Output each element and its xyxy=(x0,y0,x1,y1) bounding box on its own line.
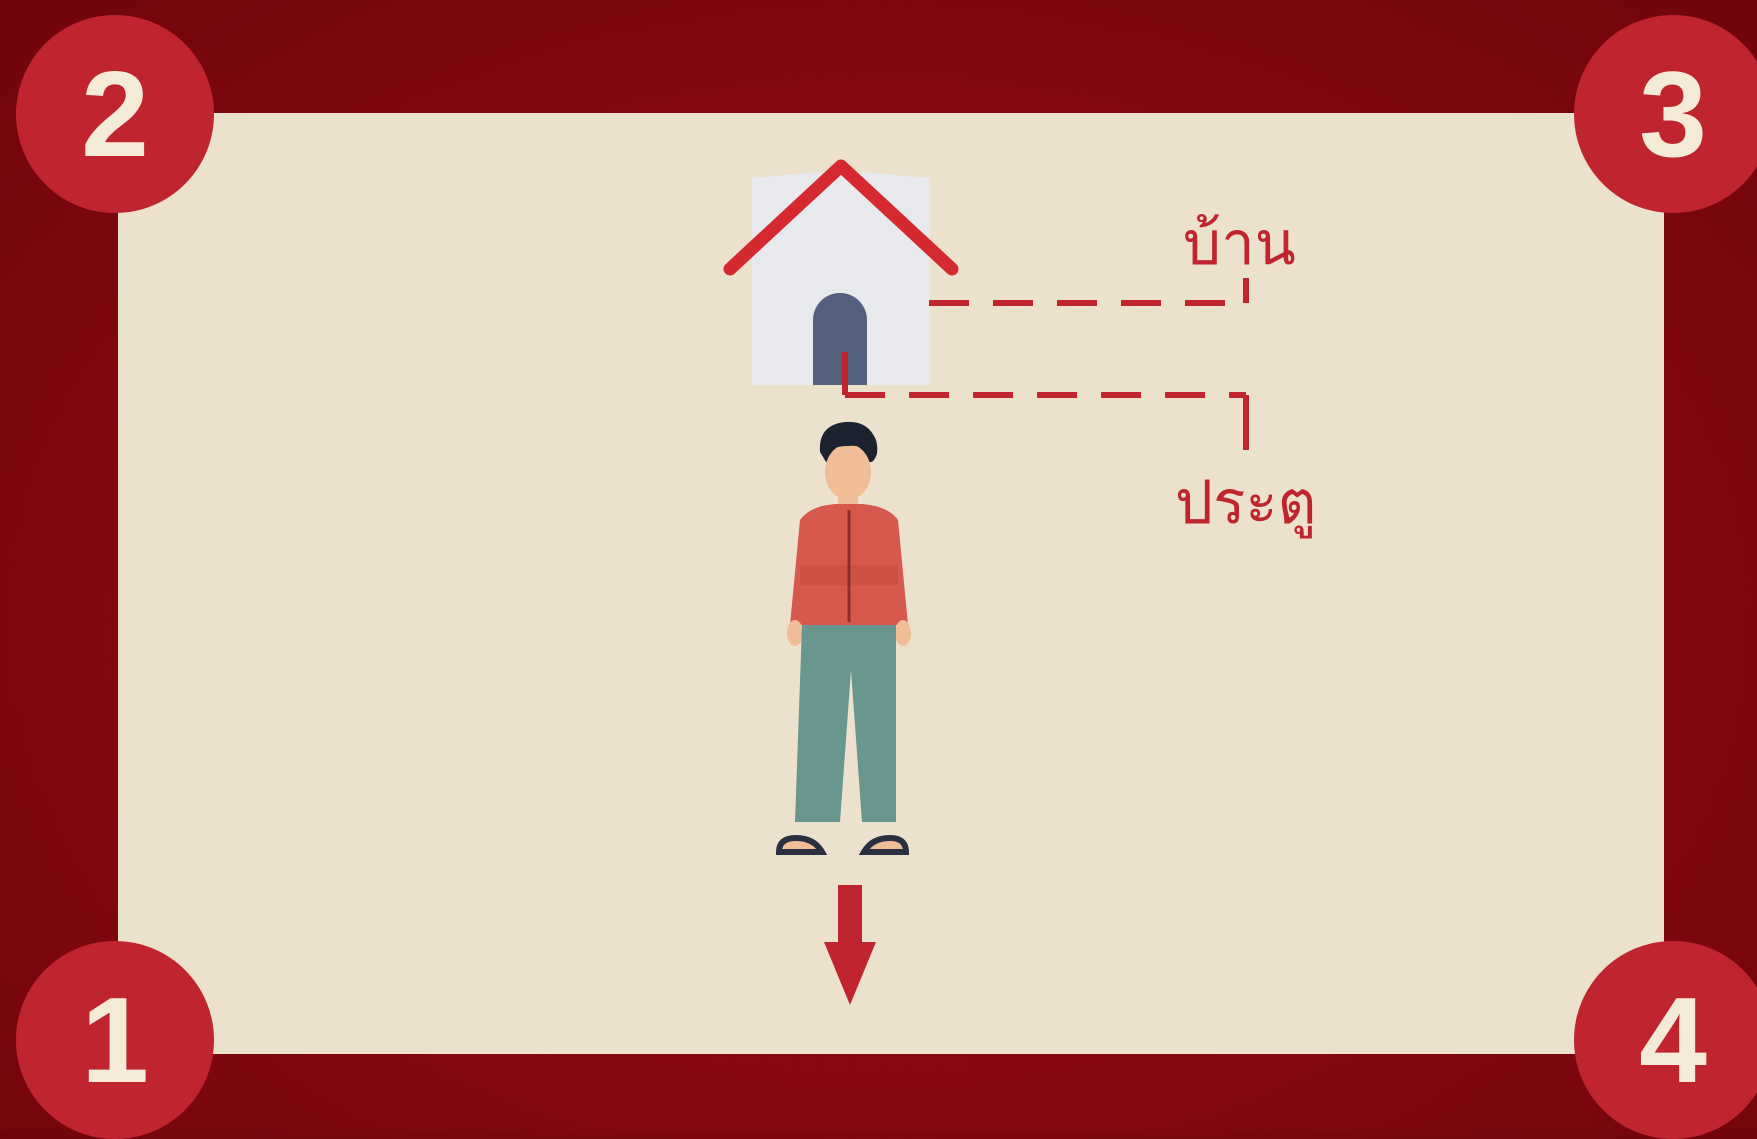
corner-badge-3: 3 xyxy=(1574,15,1757,213)
corner-badge-4: 4 xyxy=(1574,941,1757,1139)
door-label: ประตู xyxy=(1175,473,1317,533)
down-arrow-icon xyxy=(824,885,876,1005)
corner-badge-2: 2 xyxy=(16,15,214,213)
door-icon xyxy=(813,293,867,385)
corner-badge-1: 1 xyxy=(16,941,214,1139)
person-icon xyxy=(779,422,911,854)
house-leader-line xyxy=(929,278,1246,303)
house-label: บ้าน xyxy=(1183,214,1296,274)
